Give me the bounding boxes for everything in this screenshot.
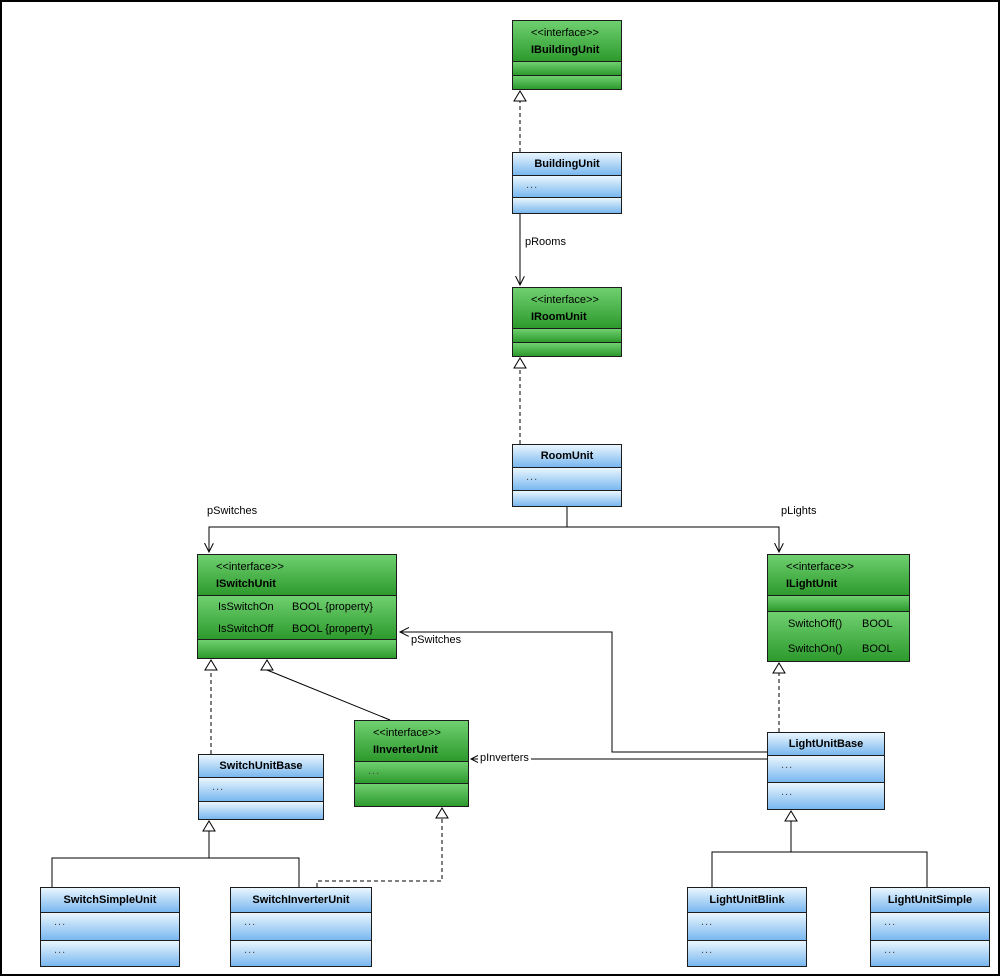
attributes-compartment: ... [355,761,468,783]
class-box-iswitchunit[interactable]: <<interface>> ISwitchUnit IsSwitchOn BOO… [197,554,397,659]
generalization-triangle-switchunitbase [202,820,216,832]
edge-generalization-iinverterunit-iswitchunit [266,669,391,721]
attributes-compartment [513,61,621,75]
class-name: SwitchSimpleUnit [41,888,179,912]
operation-type: BOOL [862,618,893,631]
attributes-compartment: ... [871,912,989,940]
attributes-compartment: ... [231,912,371,940]
class-name: LightUnitBlink [688,888,806,912]
class-box-lightunitsimple[interactable]: LightUnitSimple ... ... [870,887,990,967]
interface-header: <<interface>> IRoomUnit [513,288,621,328]
operations-compartment: ... [688,940,806,966]
operation-row: SwitchOff() BOOL [768,612,909,637]
stereotype-label: <<interface>> [373,727,441,740]
edge-label-pinverters: pInverters [478,752,531,764]
class-box-iinverterunit[interactable]: <<interface>> IInverterUnit ... [354,720,469,807]
operation-type: BOOL [862,643,893,656]
operations-compartment: ... [41,940,179,966]
attribute-name: IsSwitchOn [218,600,274,613]
class-name: SwitchInverterUnit [231,888,371,912]
operations-compartment [513,490,621,506]
class-name: ISwitchUnit [216,577,276,590]
operations-compartment [513,342,621,356]
attributes-compartment: ... [199,777,323,801]
class-name: LightUnitSimple [871,888,989,912]
attribute-row: IsSwitchOn BOOL {property} [198,596,396,618]
stereotype-label: <<interface>> [531,294,599,307]
attributes-compartment: ... [688,912,806,940]
edge-generalization-light-children [711,851,928,887]
generalization-triangle-ilightunit [772,662,786,674]
edge-label-prooms: pRooms [525,236,566,248]
stereotype-label: <<interface>> [216,561,284,574]
operations-compartment [355,783,468,806]
interface-header: <<interface>> ILightUnit [768,555,909,595]
class-name: SwitchUnitBase [199,755,323,777]
edge-label-pswitches-room: pSwitches [207,505,258,517]
generalization-triangle-iswitchunit-right [260,659,274,671]
attributes-compartment: ... [513,175,621,197]
attribute-row: IsSwitchOff BOOL {property} [198,618,396,639]
class-name: IInverterUnit [373,743,438,756]
class-box-buildingunit[interactable]: BuildingUnit ... [512,152,622,214]
operations-compartment [199,801,323,819]
attribute-type: BOOL {property} [292,622,373,635]
generalization-triangle-ibuildingunit [513,90,527,102]
operations-compartment: ... [231,940,371,966]
operations-compartment [513,75,621,89]
class-box-switchinverterunit[interactable]: SwitchInverterUnit ... ... [230,887,372,967]
class-name: ILightUnit [786,577,838,590]
class-name: BuildingUnit [513,153,621,175]
class-box-ibuildingunit[interactable]: <<interface>> IBuildingUnit [512,20,622,90]
attributes-compartment: ... [513,467,621,490]
operation-name: SwitchOff() [788,618,843,631]
generalization-triangle-iswitchunit-left [204,659,218,671]
generalization-triangle-iinverterunit [435,807,449,819]
attribute-name: IsSwitchOff [218,622,274,635]
class-box-lightunitbase[interactable]: LightUnitBase ... ... [767,732,885,810]
edge-generalization-switch-children [51,857,300,887]
class-box-switchsimpleunit[interactable]: SwitchSimpleUnit ... ... [40,887,180,967]
operation-row: SwitchOn() BOOL [768,637,909,661]
operations-compartment: ... [768,782,884,809]
generalization-triangle-iroomunit [513,357,527,369]
operations-compartment: ... [871,940,989,966]
class-box-switchunitbase[interactable]: SwitchUnitBase ... [198,754,324,820]
class-name: RoomUnit [513,445,621,467]
attributes-compartment [513,328,621,342]
edge-association-pswitches-light [400,632,767,753]
edge-label-pswitches-light: pSwitches [409,634,464,646]
generalization-triangle-lightunitbase [784,810,798,822]
operations-compartment [198,639,396,658]
interface-header: <<interface>> ISwitchUnit [198,555,396,595]
class-box-roomunit[interactable]: RoomUnit ... [512,444,622,507]
interface-header: <<interface>> IBuildingUnit [513,21,621,61]
class-box-iroomunit[interactable]: <<interface>> IRoomUnit [512,287,622,357]
edge-realization-switchinverterunit-iinverterunit [316,818,443,887]
class-name: IRoomUnit [531,310,587,323]
stereotype-label: <<interface>> [786,561,854,574]
class-box-ilightunit[interactable]: <<interface>> ILightUnit SwitchOff() BOO… [767,554,910,662]
edge-association-plights [567,526,779,552]
edge-association-pswitches-room [209,507,568,552]
class-box-lightunitblink[interactable]: LightUnitBlink ... ... [687,887,807,967]
class-name: LightUnitBase [768,733,884,755]
attribute-type: BOOL {property} [292,600,373,613]
operation-name: SwitchOn() [788,643,843,656]
attributes-compartment [768,595,909,611]
operations-compartment: SwitchOff() BOOL SwitchOn() BOOL [768,611,909,661]
edge-label-plights: pLights [781,505,817,517]
attributes-compartment: IsSwitchOn BOOL {property} IsSwitchOff B… [198,595,396,639]
class-name: IBuildingUnit [531,43,600,56]
operations-compartment [513,197,621,213]
stereotype-label: <<interface>> [531,27,599,40]
attributes-compartment: ... [768,755,884,782]
interface-header: <<interface>> IInverterUnit [355,721,468,761]
attributes-compartment: ... [41,912,179,940]
